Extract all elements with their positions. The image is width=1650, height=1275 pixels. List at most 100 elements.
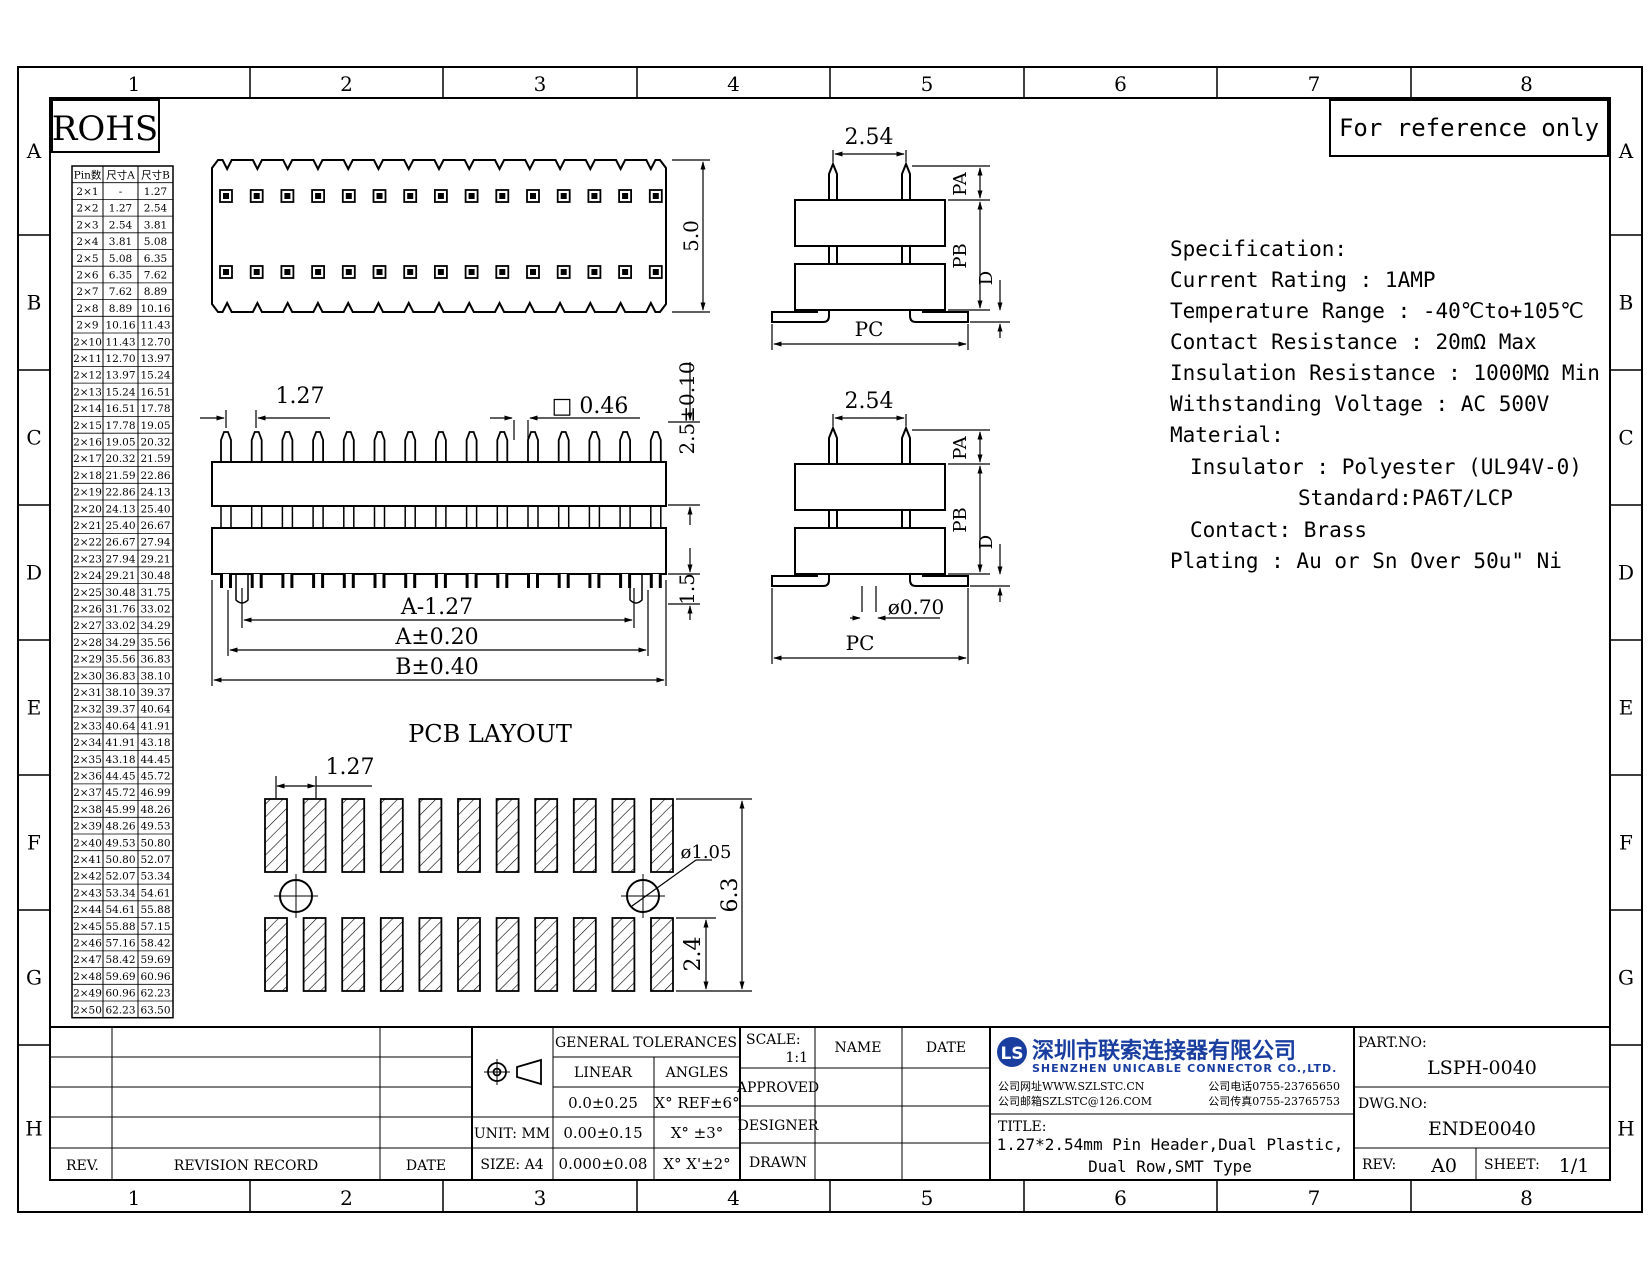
company-mail: 公司邮箱SZLSTC@126.COM — [998, 1094, 1152, 1108]
zone-col-top: 2 — [340, 72, 353, 96]
pin-table-cell: 62.23 — [105, 1004, 135, 1016]
zone-row-left: F — [27, 831, 41, 855]
pin-table-cell: 2×49 — [73, 988, 102, 1000]
pin-table-cell: 15.24 — [140, 370, 170, 382]
pin-table-cell: 2×37 — [73, 787, 102, 799]
pin-table-cell: 10.16 — [105, 320, 135, 332]
pin-table-cell: 3.81 — [109, 236, 132, 248]
pin-table-cell: 1.27 — [109, 203, 132, 215]
pin-table-cell: 2×1 — [76, 186, 98, 198]
part-no-value: LSPH-0040 — [1427, 1057, 1537, 1079]
pin-table-cell: 2×7 — [76, 286, 98, 298]
pin-table-cell: 2×6 — [76, 270, 98, 282]
pcb-total-dim: 6.3 — [718, 878, 743, 913]
pin-table-cell: 尺寸B — [141, 168, 170, 181]
revision-record-header: REVISION RECORD — [174, 1158, 318, 1174]
spec-line: Material: — [1170, 423, 1284, 447]
pin-table-cell: 60.96 — [140, 971, 170, 983]
pin-table-cell: 10.16 — [140, 303, 170, 315]
pin-table-cell: 36.83 — [105, 670, 135, 682]
b-tol-dim: B±0.40 — [395, 655, 479, 680]
pin-table-cell: Pin数 — [74, 168, 102, 181]
zone-col-bottom: 6 — [1114, 1186, 1127, 1210]
company-name-en: SHENZHEN UNICABLE CONNECTOR CO.,LTD. — [1032, 1062, 1337, 1075]
side1-d-label: D — [976, 271, 997, 285]
zone-col-top: 1 — [128, 72, 141, 96]
pcb-pitch-dim: 1.27 — [326, 755, 375, 780]
pin-table-cell: 44.45 — [140, 754, 170, 766]
zone-col-top: 8 — [1520, 72, 1533, 96]
pin-table-cell: 45.72 — [140, 771, 170, 783]
side1-pc-label: PC — [855, 317, 884, 341]
pin-table-cell: 2×43 — [73, 887, 102, 899]
pin-table-cell: 2×8 — [76, 303, 98, 315]
pin-table-cell: 26.67 — [140, 520, 170, 532]
zone-row-left: H — [25, 1117, 42, 1141]
sheet-value: 1/1 — [1559, 1155, 1590, 1177]
pin-table-cell: 2×13 — [73, 386, 102, 398]
scale-label: SCALE: — [746, 1032, 801, 1048]
a-tol-dim: A±0.20 — [394, 625, 478, 650]
title-line-1: 1.27*2.54mm Pin Header,Dual Plastic, — [997, 1135, 1344, 1154]
date-header: DATE — [406, 1158, 446, 1174]
company-web: 公司网址WWW.SZLSTC.CN — [998, 1079, 1145, 1093]
pin-table-cell: 29.21 — [105, 570, 135, 582]
pin-table-cell: 19.05 — [140, 420, 170, 432]
pcb-hole-dim: ø1.05 — [681, 842, 732, 863]
pcb-pads — [264, 798, 674, 992]
zone-col-bottom: 3 — [534, 1186, 547, 1210]
pcb-layout: PCB LAYOUT 1.27 ø1.05 — [264, 720, 752, 992]
side-view-2 — [771, 425, 969, 612]
pin-table-cell: 59.69 — [105, 971, 135, 983]
pin-table-cell: 16.51 — [140, 386, 170, 398]
pin-table-cell: 45.72 — [105, 787, 135, 799]
pin-table-cell: 8.89 — [109, 303, 132, 315]
zone-col-top: 4 — [727, 72, 740, 96]
dwg-no-value: ENDE0040 — [1428, 1118, 1536, 1140]
dwg-no-label: DWG.NO: — [1358, 1096, 1427, 1112]
pin-table-cell: 22.86 — [140, 470, 170, 482]
post-diameter-dim: ø0.70 — [888, 595, 945, 619]
title-line-2: Dual Row,SMT Type — [1088, 1157, 1252, 1176]
pin-table-cell: 2×4 — [76, 236, 98, 248]
pin-table-cell: 41.91 — [140, 720, 170, 732]
pin-square-dim: □ 0.46 — [552, 394, 629, 419]
pin-table-cell: 2×5 — [76, 253, 98, 265]
zone-row-right: F — [1619, 831, 1633, 855]
spec-line: Insulation Resistance : 1000MΩ Min — [1170, 361, 1600, 385]
pin-table-cell: - — [119, 186, 123, 198]
pin-table-cell: 30.48 — [105, 587, 135, 599]
spec-line: Plating : Au or Sn Over 50u" Ni — [1170, 549, 1562, 573]
linear-tol-1: 0.0±0.25 — [568, 1094, 638, 1112]
pin-table-cell: 2×36 — [73, 771, 102, 783]
spec-line: Standard:PA6T/LCP — [1298, 486, 1513, 510]
svg-text:LS: LS — [1000, 1044, 1023, 1064]
top-view-pins — [219, 189, 663, 279]
approved-label: APPROVED — [736, 1080, 819, 1096]
top-view-outline — [211, 159, 667, 313]
pin-table-cell: 54.61 — [105, 904, 135, 916]
part-no-label: PART.NO: — [1358, 1035, 1427, 1051]
pin-table-cell: 35.56 — [140, 637, 170, 649]
pin-table-cell: 2×41 — [73, 854, 102, 866]
zone-col-bottom: 7 — [1308, 1186, 1321, 1210]
pin-table-cell: 24.13 — [105, 503, 135, 515]
spec-line: Contact Resistance : 20mΩ Max — [1170, 330, 1537, 354]
pin-table-cell: 16.51 — [105, 403, 135, 415]
pin-table-cell: 45.99 — [105, 804, 135, 816]
